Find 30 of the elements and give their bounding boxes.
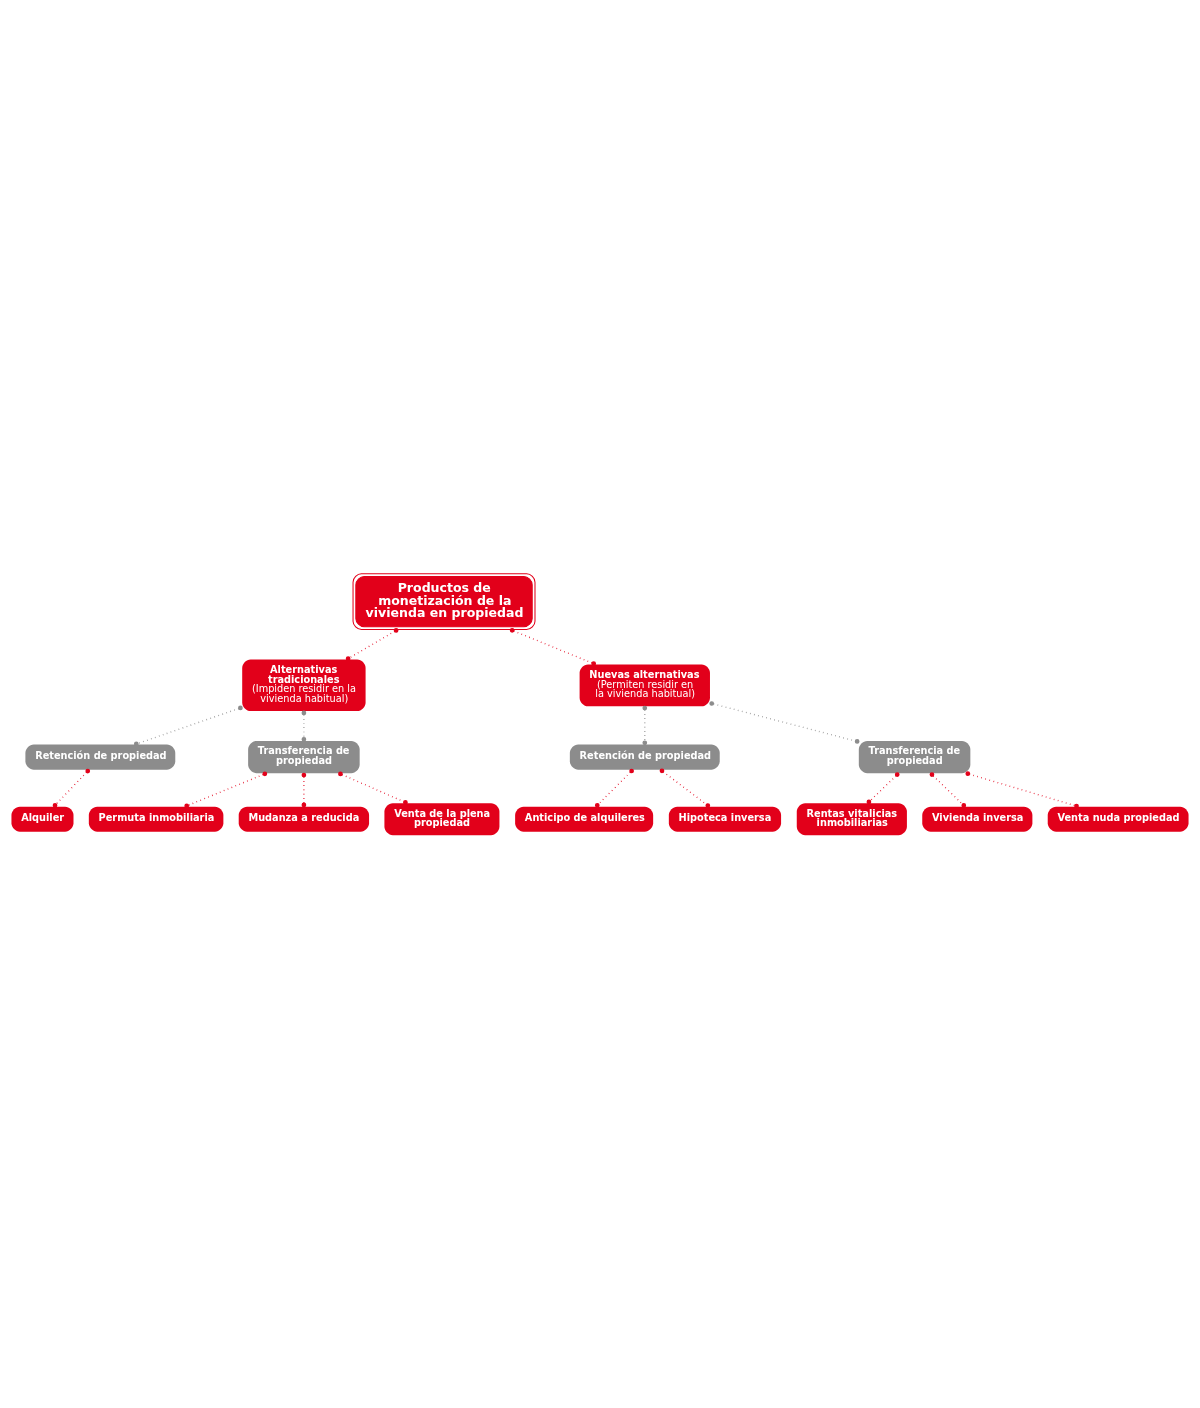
node-box: Mudanza a reducida <box>238 806 370 832</box>
node-box: Retención de propiedad <box>25 744 176 770</box>
connector <box>642 705 648 745</box>
connector <box>52 768 91 808</box>
connector <box>965 770 1079 808</box>
connector <box>133 705 243 746</box>
node-box: Venta de la plena propiedad <box>384 802 500 835</box>
connector <box>184 771 268 808</box>
node-box: Rentas vitalicias inmobiliarias <box>796 802 907 835</box>
connector <box>301 772 307 807</box>
connector <box>338 771 408 805</box>
node-box: Anticipo de alquileres <box>515 806 654 832</box>
node-box: Permuta inmobiliaria <box>88 806 224 832</box>
node-box: Alternativas tradicionales (Impiden residir en la vivienda habitual) <box>242 659 366 711</box>
connector <box>659 767 711 808</box>
connector <box>929 771 967 808</box>
connector <box>345 627 399 661</box>
node-box: Retención de propiedad <box>569 744 720 770</box>
connector <box>301 710 307 742</box>
connector <box>709 700 860 744</box>
node-box: Alquiler <box>11 806 74 832</box>
connector <box>594 768 634 808</box>
connector <box>866 771 900 804</box>
connector <box>509 627 597 666</box>
node-box: Transferencia de propiedad <box>248 740 360 773</box>
node-box: Transferencia de propiedad <box>858 740 971 773</box>
node-box: Nuevas alternativas (Permiten residir en la vivienda habitual) <box>579 663 710 706</box>
node-box: Hipoteca inversa <box>668 806 782 832</box>
node-box: Venta nuda propiedad <box>1047 806 1189 832</box>
node-box: Vivienda inversa <box>922 806 1033 832</box>
